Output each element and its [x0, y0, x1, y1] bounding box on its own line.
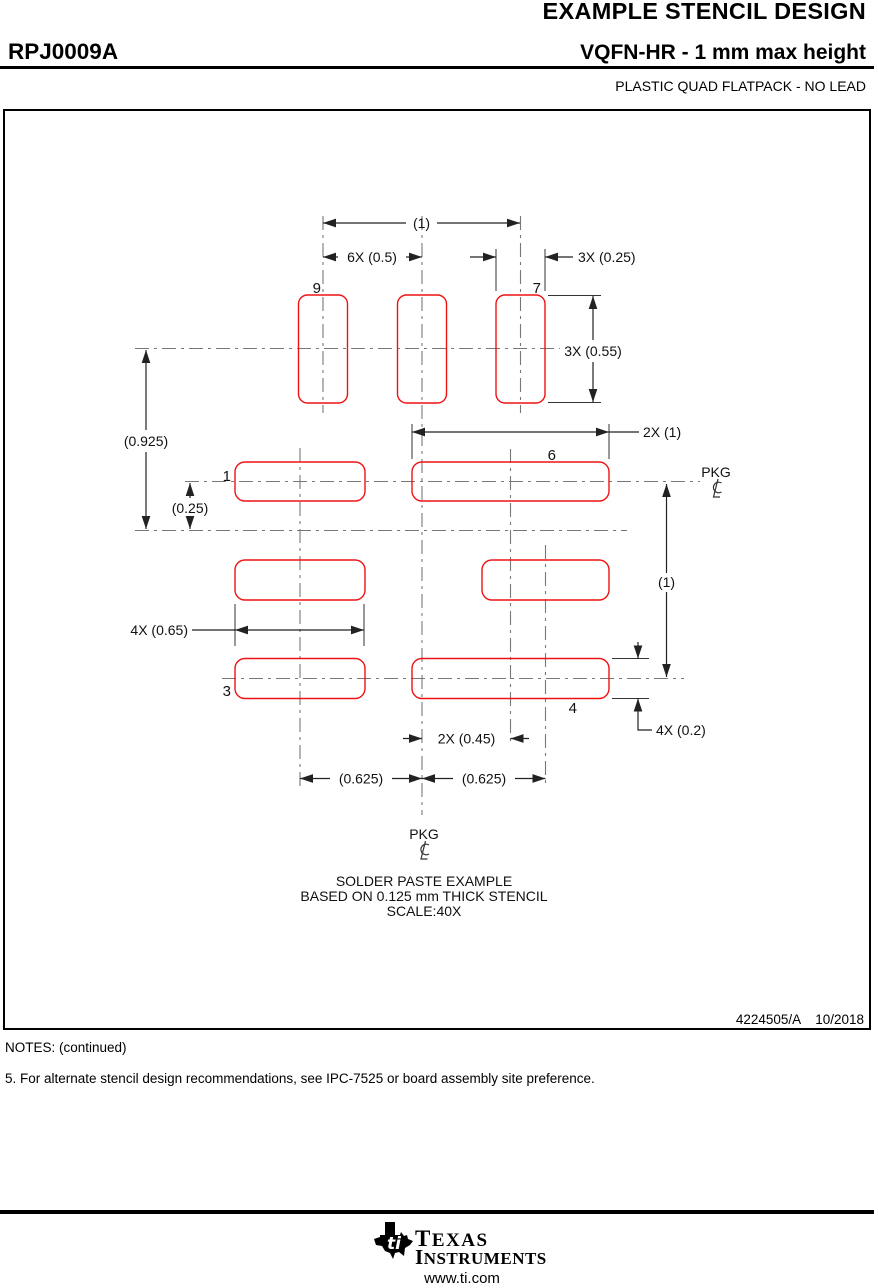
doc-date: 10/2018	[815, 1012, 864, 1027]
dim-wide-pad-width: 2X (1)	[411, 424, 681, 459]
brand-name-top: TEXAS	[415, 1226, 489, 1251]
dim-left-col-offset: (0.625)	[300, 771, 422, 787]
dim-row-offset: (0.925)	[124, 350, 168, 529]
pad-3	[234, 657, 366, 700]
dim-top-pad-width: 3X (0.25)	[470, 249, 636, 291]
pad-1	[234, 461, 366, 502]
doc-number-block: 4224505/A 10/2018	[736, 1012, 864, 1027]
note-5: 5. For alternate stencil design recommen…	[5, 1071, 595, 1086]
ti-logo-icon: ti	[374, 1222, 413, 1259]
dim-right-col-offset: (0.625)	[422, 771, 546, 787]
dim-side-height-label: (1)	[658, 574, 675, 590]
dim-right-col-offset-label: (0.625)	[462, 771, 506, 787]
caption-line-2: BASED ON 0.125 mm THICK STENCIL	[300, 888, 547, 904]
pad-row3-right	[481, 559, 610, 601]
dim-center-offset: (0.25)	[172, 483, 209, 529]
notes-heading: NOTES: (continued)	[5, 1040, 127, 1055]
dim-side-pad-height-label: 4X (0.2)	[656, 722, 706, 738]
caption-line-1: SOLDER PASTE EXAMPLE	[336, 873, 512, 889]
package-code: RPJ0009A	[8, 39, 119, 64]
brand-name-bottom: INSTRUMENTS	[415, 1245, 547, 1269]
pad-1-label: 1	[223, 468, 231, 485]
pkg-centerline-bottom: PKG	[409, 826, 439, 860]
dim-left-col-offset-label: (0.625)	[339, 771, 383, 787]
drawing-border	[3, 109, 871, 1030]
package-description: VQFN-HR - 1 mm max height	[580, 41, 866, 64]
website-link[interactable]: www.ti.com	[424, 1270, 500, 1287]
page-title: EXAMPLE STENCIL DESIGN	[542, 0, 866, 24]
pad-row1-middle	[396, 294, 448, 404]
dim-wide-pad-width-label: 2X (1)	[643, 424, 681, 440]
dim-top-pad-width-label: 3X (0.25)	[578, 249, 636, 265]
dim-pitch: 6X (0.5)	[323, 249, 422, 265]
dim-top-pad-height: 3X (0.55)	[548, 295, 622, 403]
dim-top-pad-height-label: 3X (0.55)	[564, 343, 622, 359]
pad-9	[297, 294, 349, 404]
ti-monogram: ti	[387, 1234, 402, 1254]
dim-row-offset-label: (0.925)	[124, 433, 168, 449]
pad-7	[495, 294, 546, 404]
dim-center-offset-label: (0.25)	[172, 500, 209, 516]
dim-center-clearance-label: 2X (0.45)	[438, 731, 496, 747]
header-rule	[0, 66, 874, 69]
pad-9-label: 9	[313, 280, 321, 297]
centerline-icon	[712, 478, 722, 498]
dim-left-pad-width-label: 4X (0.65)	[130, 622, 188, 638]
pkg-bottom-label: PKG	[409, 826, 439, 842]
pad-4-label: 4	[569, 700, 577, 717]
pad-number-labels: 9 7 1 6 3 4	[223, 280, 577, 717]
dim-side-pad-height: 4X (0.2)	[612, 642, 706, 738]
dim-side-height: (1)	[658, 484, 675, 677]
footer-rule	[0, 1210, 874, 1214]
doc-number: 4224505/A	[735, 1012, 802, 1027]
centerline-icon	[420, 840, 430, 860]
dim-left-pad-width: 4X (0.65)	[130, 604, 365, 646]
drawing-caption: SOLDER PASTE EXAMPLE BASED ON 0.125 mm T…	[300, 873, 547, 919]
dim-top-width: (1)	[323, 215, 520, 231]
dim-pitch-label: 6X (0.5)	[347, 249, 397, 265]
dim-center-clearance: 2X (0.45)	[403, 731, 529, 747]
pad-3-label: 3	[223, 683, 231, 700]
caption-line-3: SCALE:40X	[387, 903, 462, 919]
pad-6-label: 6	[548, 447, 556, 464]
pad-4	[411, 657, 610, 700]
pkg-right-label: PKG	[701, 464, 731, 480]
solder-paste-pads	[234, 294, 610, 700]
dim-top-width-label: (1)	[413, 215, 430, 231]
pad-7-label: 7	[533, 280, 541, 297]
pad-row3-left	[234, 559, 366, 601]
pkg-centerline-right: PKG	[701, 464, 731, 498]
centerlines	[135, 216, 700, 815]
package-family: PLASTIC QUAD FLATPACK - NO LEAD	[615, 78, 866, 94]
pad-6	[411, 461, 610, 502]
